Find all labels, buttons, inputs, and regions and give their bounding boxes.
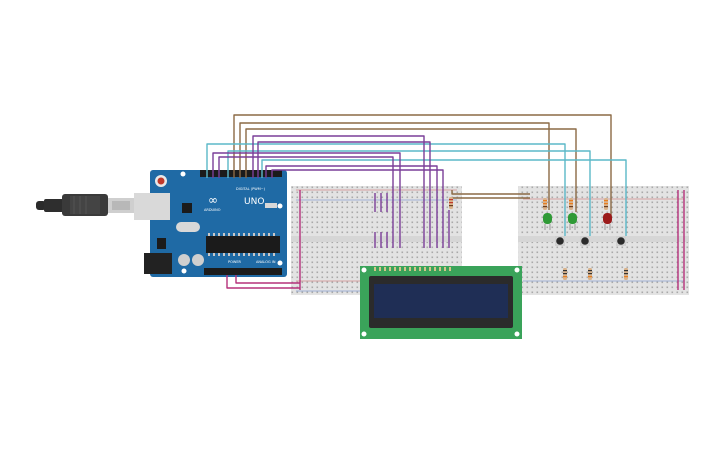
usb-port xyxy=(134,193,170,220)
wire-cyan[interactable] xyxy=(227,150,591,236)
resistor-icon[interactable] xyxy=(563,268,567,280)
push-buttons[interactable] xyxy=(555,236,626,246)
wire-purple[interactable] xyxy=(212,152,401,248)
resistors[interactable] xyxy=(449,197,628,280)
wire-purple[interactable] xyxy=(271,169,444,248)
wire-purple[interactable] xyxy=(218,156,394,248)
wire-brown[interactable] xyxy=(451,190,530,195)
wire-magenta[interactable] xyxy=(235,275,300,284)
resistor-icon[interactable] xyxy=(604,198,608,210)
analog-label: ANALOG IN xyxy=(256,260,276,264)
resistor-icon[interactable] xyxy=(543,198,547,210)
model-label: UNO xyxy=(244,197,264,207)
wire-cyan[interactable] xyxy=(261,159,627,236)
power-analog-header xyxy=(204,268,282,275)
arduino-logo-icon: ∞ xyxy=(208,193,218,207)
led-icon[interactable] xyxy=(543,213,552,230)
push-button-icon[interactable] xyxy=(555,236,565,246)
lcd-display-icon[interactable] xyxy=(360,266,522,339)
push-button-icon[interactable] xyxy=(580,236,590,246)
resistor-icon[interactable] xyxy=(569,198,573,210)
digital-label: DIGITAL (PWM~) xyxy=(236,187,266,191)
push-button-icon[interactable] xyxy=(616,236,626,246)
wire-purple[interactable] xyxy=(257,141,431,248)
resistor-icon[interactable] xyxy=(588,268,592,280)
resistor-icon[interactable] xyxy=(449,197,453,209)
led-icon[interactable] xyxy=(568,213,577,230)
brand-label: ARDUINO xyxy=(204,208,221,212)
leds[interactable] xyxy=(543,213,612,230)
lcd-screen xyxy=(374,284,508,318)
arduino-uno-board-icon[interactable]: ∞ UNO ARDUINO DIGITAL (PWM~) POWER ANALO… xyxy=(134,170,287,277)
wire-magenta[interactable] xyxy=(226,275,300,289)
led-icon[interactable] xyxy=(603,213,612,230)
resistor-icon[interactable] xyxy=(624,268,628,280)
wires[interactable] xyxy=(206,114,685,290)
wire-cyan[interactable] xyxy=(206,143,566,236)
power-jack xyxy=(144,253,172,274)
power-label: POWER xyxy=(228,260,242,264)
usb-cable-icon[interactable] xyxy=(36,194,134,216)
atmega-chip-icon xyxy=(206,236,280,253)
wire-brown[interactable] xyxy=(233,114,612,220)
wire-purple[interactable] xyxy=(265,165,438,248)
digital-header xyxy=(200,170,282,177)
